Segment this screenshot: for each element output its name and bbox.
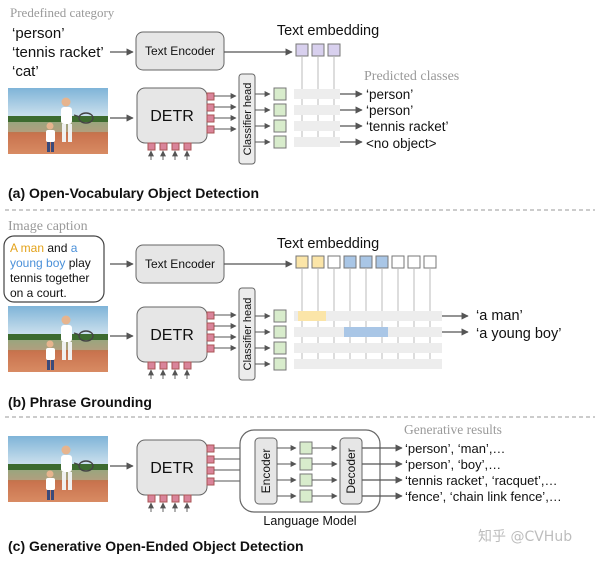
generative-result: ‘person’, ‘man’,… (405, 441, 505, 456)
tennis-photo (7, 305, 109, 373)
grounded-phrase: ‘a man’ (476, 308, 523, 324)
caption-line-4: on a court. (10, 286, 67, 300)
category-item: ‘cat’ (12, 63, 39, 80)
caption-b: (b) Phrase Grounding (8, 394, 152, 410)
caption-box (3, 235, 105, 303)
text-embedding-title: Text embedding (277, 236, 379, 252)
classifier-head-box (238, 73, 256, 165)
phrase-a-man: A man (10, 241, 44, 255)
text-encoder-label: Text Encoder (145, 257, 215, 271)
image-caption-header: Image caption (8, 219, 88, 234)
caption-line-3: tennis together (10, 271, 89, 285)
watermark: 知乎 @CVHub (478, 528, 572, 545)
generative-result: ‘person’, ‘boy’,… (405, 457, 501, 472)
text-encoder-label: Text Encoder (145, 44, 215, 58)
decoder-label: Decoder (344, 448, 358, 493)
embedding-cell (311, 43, 325, 57)
grounding-highlight-man (298, 311, 326, 321)
text-embedding-title: Text embedding (277, 23, 379, 39)
detr-label: DETR (150, 460, 194, 477)
grounded-phrase: ‘a young boy’ (476, 326, 561, 342)
caption-line-1: A man and a (10, 241, 78, 255)
phrase-young-boy: young boy (10, 256, 65, 270)
decoder-box (339, 437, 363, 505)
predefined-category-header: Predefined category (10, 5, 115, 20)
grounding-highlight-boy (344, 327, 388, 337)
caption-line-2: young boy play (10, 256, 91, 270)
classifier-head-label: Classifier head (242, 83, 254, 156)
tennis-photo (7, 87, 109, 155)
encoder-box (254, 437, 278, 505)
predicted-class: ‘person’ (366, 87, 413, 102)
embedding-cell (295, 43, 309, 57)
caption-a: (a) Open-Vocabulary Object Detection (8, 185, 259, 201)
caption-c: (c) Generative Open-Ended Object Detecti… (8, 538, 304, 554)
generative-result: ‘tennis racket’, ‘racquet’,… (405, 473, 557, 488)
generative-results-header: Generative results (404, 422, 502, 437)
tennis-photo (7, 435, 109, 503)
detr-label: DETR (150, 327, 194, 344)
predicted-classes-header: Predicted classes (364, 69, 459, 84)
generative-result: ‘fence’, ‘chain link fence’,… (405, 489, 562, 504)
classifier-head-box (238, 287, 256, 381)
detr-label: DETR (150, 108, 194, 125)
encoder-label: Encoder (259, 449, 273, 494)
predicted-class: <no object> (366, 136, 437, 151)
text-encoder-box (135, 31, 225, 71)
classifier-head-label: Classifier head (242, 298, 254, 371)
category-item: ‘tennis racket’ (12, 44, 104, 61)
predicted-class: ‘tennis racket’ (366, 119, 449, 134)
language-model-label: Language Model (263, 514, 356, 528)
category-item: ‘person’ (12, 25, 65, 42)
embedding-cell (327, 43, 341, 57)
predicted-class: ‘person’ (366, 103, 413, 118)
